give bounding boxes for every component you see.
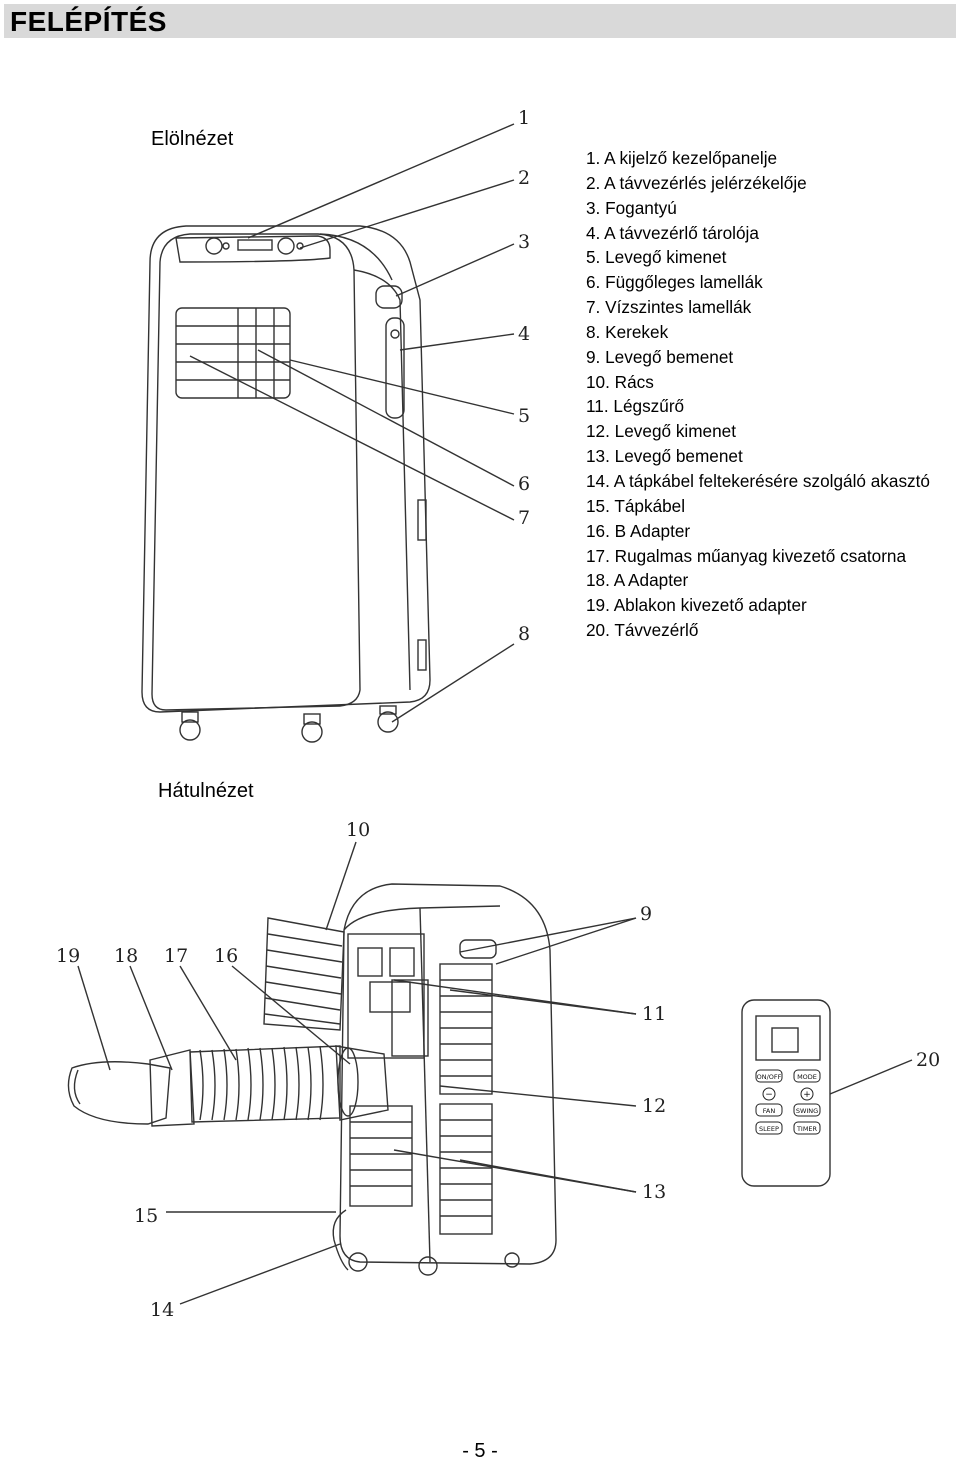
back-unit-drawing (67, 841, 637, 1305)
callout-7: 7 (518, 507, 530, 529)
remote-minus-button (762, 1087, 776, 1101)
callout-8: 8 (518, 623, 530, 645)
callout-10: 10 (346, 819, 370, 841)
remote-onoff-label: ON/OFF (757, 1073, 782, 1081)
callout-9: 9 (640, 903, 652, 925)
header-bar: FELÉPÍTÉS (4, 4, 956, 38)
callout-13: 13 (642, 1181, 666, 1203)
callout-12: 12 (642, 1095, 666, 1117)
remote-mode-label: MODE (797, 1073, 817, 1081)
front-unit-drawing (141, 123, 515, 743)
callout-6: 6 (518, 473, 530, 495)
remote-fan-button (755, 1103, 783, 1117)
callout-17: 17 (164, 945, 188, 967)
callout-20: 20 (916, 1049, 940, 1071)
parts-list-item: 12. Levegő kimenet (586, 421, 737, 442)
parts-list-item: 7. Vízszintes lamellák (586, 297, 752, 318)
remote-swing-label: SWING (796, 1107, 818, 1115)
remote-mode-button (793, 1069, 821, 1083)
parts-list-item: 19. Ablakon kivezető adapter (586, 595, 807, 616)
parts-list-item: 11. Légszűrő (586, 396, 685, 417)
remote-fan-label: FAN (763, 1107, 776, 1115)
parts-list-item: 14. A tápkábel feltekerésére szolgáló ak… (586, 470, 930, 491)
parts-list-item: 4. A távvezérlő tárolója (586, 222, 759, 243)
callout-15: 15 (134, 1205, 158, 1227)
remote-plus-button (800, 1087, 814, 1101)
remote-sleep-label: SLEEP (759, 1125, 779, 1133)
callout-16: 16 (214, 945, 238, 967)
parts-list-item: 9. Levegő bemenet (586, 346, 734, 367)
parts-list-item: 1. A kijelző kezelőpanelje (586, 148, 778, 168)
parts-list-item: 3. Fogantyú (586, 197, 677, 218)
remote-swing-button (793, 1103, 821, 1117)
remote-drawing (741, 999, 913, 1187)
parts-list-item: 10. Rács (586, 371, 654, 392)
remote-minus-label: − (765, 1090, 773, 1100)
callout-2: 2 (518, 167, 530, 189)
parts-list: 1. A kijelző kezelőpanelje 2. A távvezér… (586, 146, 930, 643)
callout-14: 14 (150, 1299, 174, 1321)
parts-list-item: 8. Kerekek (586, 321, 669, 342)
callout-3: 3 (518, 231, 530, 253)
parts-list-item: 15. Tápkábel (586, 495, 686, 516)
parts-list-item: 17. Rugalmas műanyag kivezető csatorna (586, 545, 907, 566)
back-view-label: Hátulnézet (158, 780, 254, 802)
parts-list-item: 16. B Adapter (586, 520, 691, 541)
parts-list-item: 13. Levegő bemenet (586, 446, 743, 467)
callout-18: 18 (114, 945, 138, 967)
parts-list-item: 5. Levegő kimenet (586, 247, 727, 268)
callout-19: 19 (56, 945, 80, 967)
callout-11: 11 (642, 1003, 666, 1025)
page-title: FELÉPÍTÉS (10, 6, 167, 37)
front-view-label: Elölnézet (151, 128, 234, 150)
remote-timer-button (793, 1121, 821, 1135)
callout-1: 1 (518, 107, 530, 129)
remote-onoff-button (755, 1069, 783, 1083)
parts-list-item: 18. A Adapter (586, 570, 689, 591)
remote-sleep-button (755, 1121, 783, 1135)
remote-timer-label: TIMER (796, 1125, 818, 1133)
remote-plus-label: + (803, 1090, 811, 1100)
page-number: - 5 - (462, 1440, 498, 1462)
parts-list-item: 20. Távvezérlő (586, 620, 699, 641)
callout-4: 4 (518, 323, 530, 345)
callout-5: 5 (518, 405, 530, 427)
parts-list-item: 6. Függőleges lamellák (586, 272, 763, 293)
parts-list-item: 2. A távvezérlés jelérzékelője (586, 172, 807, 193)
